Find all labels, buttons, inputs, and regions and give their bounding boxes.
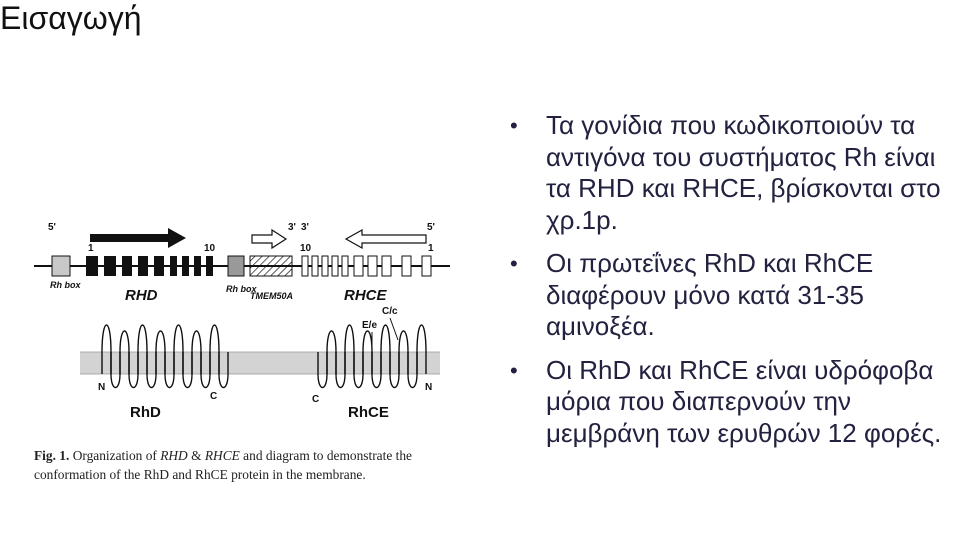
rhd-exon [122,256,132,276]
rhce-exon [367,255,378,277]
bullet-list: • Τα γονίδια που κωδικοποιούν τα αντιγόνα… [508,110,960,461]
protein-loop [146,352,157,389]
bullet-dot-icon: • [510,357,518,383]
protein-loop [389,352,400,389]
protein-loop [191,330,202,374]
protein-loop [317,352,328,389]
protein-loop [182,352,193,389]
rhce-exons [301,255,432,277]
rhce-exon [421,255,432,277]
rhce-direction-arrow [344,228,427,250]
rhd-exons [86,256,213,276]
protein-loop [200,352,211,389]
rhd-exon [86,256,98,276]
label-ee-site: E/e [362,320,377,331]
ce-pointer [389,317,399,341]
protein-loop [335,352,346,389]
rh-box-left [51,255,71,277]
membrane-band [80,352,440,374]
rhd-exon [170,256,177,276]
bullet-item: • Τα γονίδια που κωδικοποιούν τα αντιγόνα… [508,110,960,236]
label-c-left: C [210,391,217,402]
rhd-exon [194,256,201,276]
protein-loop [110,352,121,389]
bullet-text: Τα γονίδια που κωδικοποιούν τα αντιγόνα … [546,110,941,235]
rhd-exon [182,256,189,276]
label-rh-box-left: Rh box [50,280,81,290]
rhce-exon [341,255,349,277]
rhce-exon [381,255,392,277]
rhce-exon [301,255,309,277]
tmem50a-box [249,255,293,277]
protein-loop [218,352,229,389]
rhce-exon [311,255,319,277]
caption-text-3: and diagram to demonstrate the conformat… [34,448,412,482]
label-rhd-gene: RHD [125,287,158,304]
label-n-left: N [98,382,105,393]
rh-box-left-text: Rh box [50,280,81,290]
bullet-item: • Οι πρωτεΐνες RhD και RhCE διαφέρουν μόν… [508,248,960,343]
protein-loop [119,330,130,374]
caption-rhd: RHD [160,448,188,463]
small-open-arrow [251,228,288,250]
bullet-text: Οι πρωτεΐνες RhD και RhCE διαφέρουν μόνο… [546,248,874,341]
protein-loop [173,324,184,374]
bullet-item: • Οι RhD και RhCE είναι υδρόφοβα μόρια πο… [508,355,960,450]
label-rhd-protein: RhD [130,404,161,421]
label-exon-1-left: 1 [88,243,94,254]
protein-loop [416,324,427,374]
protein-loop [344,324,355,374]
caption-text-2: & [187,448,205,463]
label-exon-10-left: 10 [204,243,216,254]
protein-loop [371,352,382,389]
rhd-exon [154,256,164,276]
rh-box-right [227,255,245,277]
protein-loop [380,324,391,374]
label-rh-box-right: Rh box [226,284,257,294]
bullet-dot-icon: • [510,113,518,138]
rh-gene-protein-figure: 5' 1 10 3' 3' 10 5' 1 Rh box RHD Rh [34,222,450,421]
rhce-exon [401,255,412,277]
rhce-exon [331,255,339,277]
label-5prime-right: 5' [427,222,435,233]
rhd-exon [138,256,148,276]
label-3prime-a: 3' [288,222,296,233]
label-exon-10-right: 10 [300,243,312,254]
protein-loop [137,324,148,374]
caption-fig-number: Fig. 1. [34,448,70,463]
label-5prime-left: 5' [48,222,56,233]
protein-loop [155,330,166,374]
label-c-right: C [312,394,319,405]
figure-caption: Fig. 1. Organization of RHD & RHCE and d… [34,446,464,484]
rhd-protein-loops [101,324,229,389]
label-n-right: N [425,382,432,393]
page-title: Εισαγωγή [0,0,142,36]
protein-loop [101,324,112,374]
rhd-exon [206,256,213,276]
rh-box-right-text: Rh box [226,284,257,294]
caption-rhce: RHCE [204,448,240,463]
label-rhce-gene: RHCE [344,287,387,304]
protein-loop [326,330,337,374]
bullet-dot-icon: • [510,251,518,276]
label-exon-1-right: 1 [428,243,434,254]
protein-loop [398,330,409,374]
label-tmem50a: TMEM50A [250,291,293,301]
protein-loop [209,324,220,374]
label-ce-site: C/c [382,306,398,317]
label-3prime-b: 3' [301,222,309,233]
protein-loop [128,352,139,389]
protein-loop [164,352,175,389]
rhd-direction-arrow [90,228,186,248]
bullet-text: Οι RhD και RhCE είναι υδρόφοβα μόρια που… [546,354,942,448]
rhce-exon [353,255,364,277]
rhd-exon [104,256,116,276]
label-rhce-protein: RhCE [348,404,389,421]
rhce-exon [321,255,329,277]
caption-text-1: Organization of [69,448,161,463]
protein-loop [407,352,418,389]
protein-loop [353,352,364,389]
